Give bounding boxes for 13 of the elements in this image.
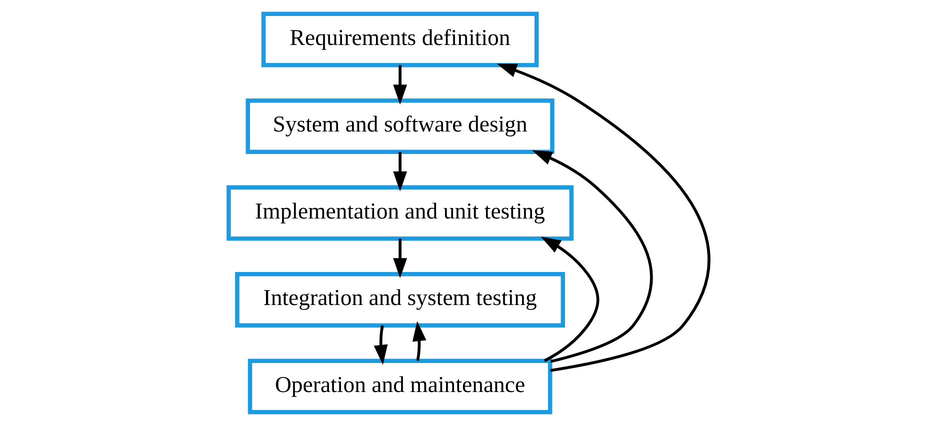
arrow xyxy=(496,64,710,372)
node-box: Operation and maintenance xyxy=(248,358,552,414)
node-box: Requirements definition xyxy=(261,12,539,68)
node-box: Integration and system testing xyxy=(235,272,566,328)
arrow xyxy=(393,238,408,278)
arrow xyxy=(412,321,426,361)
arrow xyxy=(374,325,388,365)
node-box: Implementation and unit testing xyxy=(226,185,574,241)
arrow xyxy=(393,65,408,105)
arrow xyxy=(393,152,408,192)
arrow xyxy=(540,236,600,362)
node-box: System and software design xyxy=(246,98,554,154)
arrow xyxy=(532,150,653,363)
